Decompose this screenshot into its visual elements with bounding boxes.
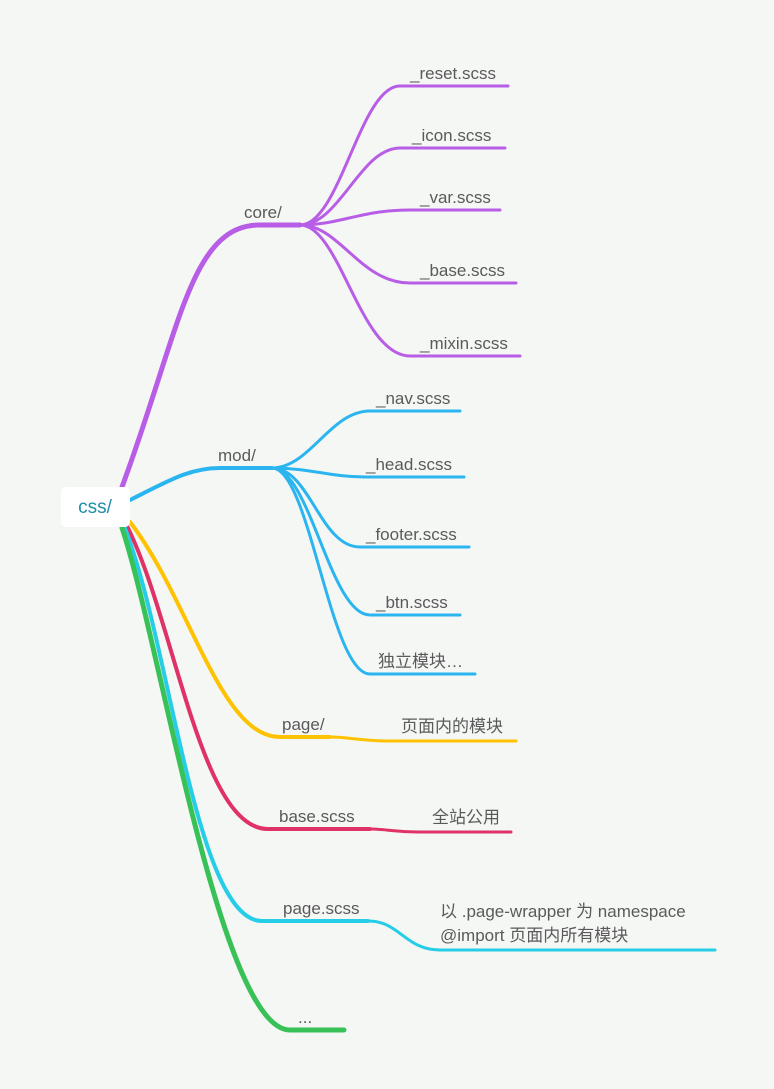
edge-root-core: [119, 222, 303, 490]
edge-mod-standalone: [270, 466, 477, 676]
branch-page: [128, 520, 518, 743]
node-icon-scss[interactable]: _icon.scss: [411, 126, 491, 145]
edge-mod-btn: [270, 466, 462, 617]
node-page-wrapper-note[interactable]: 以 .page-wrapper 为 namespace@import 页面内所有…: [440, 902, 686, 945]
node-nav-scss[interactable]: _nav.scss: [375, 389, 450, 408]
edge-core-reset: [298, 84, 510, 227]
node-page-folder[interactable]: page/: [282, 715, 325, 734]
node-base-scss[interactable]: base.scss: [279, 807, 355, 826]
branch-base: [124, 522, 513, 834]
root-node-box: [61, 487, 130, 527]
node-page-scss[interactable]: page.scss: [283, 899, 360, 918]
edge-root-mod: [128, 466, 274, 502]
node-core[interactable]: core/: [244, 203, 282, 222]
edge-core-base: [298, 223, 518, 285]
branch-pagescss: [122, 524, 717, 952]
node-mixin-scss[interactable]: _mixin.scss: [419, 334, 508, 353]
edge-base-child: [368, 827, 513, 834]
root-node-label: css/: [78, 497, 113, 518]
node-site-common[interactable]: 全站公用: [432, 808, 500, 827]
node-standalone-modules[interactable]: 独立模块…: [378, 652, 463, 671]
edge-core-mixin: [298, 223, 522, 358]
edge-core-icon: [298, 146, 507, 227]
branch-more: [119, 525, 347, 1033]
node-btn-scss[interactable]: _btn.scss: [375, 593, 448, 612]
node-reset-scss[interactable]: _reset.scss: [409, 64, 496, 83]
node-head-scss[interactable]: _head.scss: [365, 455, 452, 474]
node-more[interactable]: ...: [298, 1008, 312, 1027]
node-page-inner-modules[interactable]: 页面内的模块: [401, 717, 503, 736]
edge-root-more: [119, 525, 347, 1033]
node-base-partial-scss[interactable]: _base.scss: [419, 261, 505, 280]
edge-root-base: [124, 522, 372, 831]
edge-root-pagescss: [122, 524, 370, 923]
node-mod[interactable]: mod/: [218, 446, 256, 465]
edge-core-var: [298, 208, 502, 227]
edge-pagescss-child: [366, 919, 717, 952]
edge-root-page: [128, 520, 332, 739]
root-node[interactable]: css/: [61, 487, 130, 527]
node-var-scss[interactable]: _var.scss: [419, 188, 491, 207]
branch-core: [119, 84, 522, 490]
branch-mod: [128, 409, 477, 676]
edge-mod-footer: [270, 466, 471, 549]
edge-mod-nav: [270, 409, 462, 470]
node-footer-scss[interactable]: _footer.scss: [365, 525, 457, 544]
edge-page-child: [328, 735, 518, 743]
edge-mod-head: [270, 466, 466, 479]
